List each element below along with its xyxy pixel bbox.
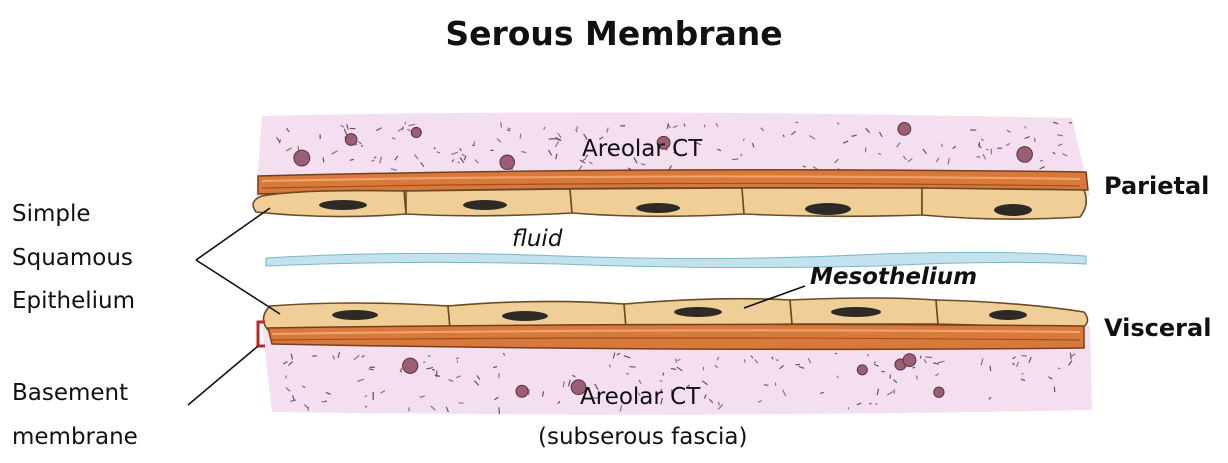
ct-cell [403,358,418,373]
nucleus [989,310,1027,320]
fiber [472,145,475,146]
ct-cell [898,122,911,135]
nucleus [319,200,367,210]
fiber [912,367,915,368]
parietal-label: Parietal [1104,172,1209,200]
fiber [676,358,677,363]
basement-membrane-label-line1: Basement [12,382,128,405]
fiber [365,406,367,407]
ct-cell [500,155,515,170]
fiber [977,157,981,158]
areolar-ct-top-label: Areolar CT [582,136,702,162]
fiber [986,149,989,150]
ct-cell [903,354,916,367]
fiber [942,144,943,147]
nucleus [502,311,548,321]
simple-squamous-label-line2: Squamous [12,247,133,270]
simple-squamous-label-line3: Epithelium [12,290,135,313]
fiber [362,145,363,147]
ct-cell [1017,147,1033,163]
simple-squamous-label-line1: Simple [12,203,91,226]
parietal-mesothelium [253,188,1086,219]
subserous-fascia-label: (subserous fascia) [538,424,747,450]
nucleus [831,307,881,317]
nucleus [463,200,507,210]
fiber [312,356,316,357]
fiber [835,353,837,354]
nucleus [805,203,851,215]
fiber [1070,353,1071,360]
fiber [1021,356,1027,357]
fiber [1034,138,1035,142]
fiber [732,159,738,160]
ct-cell [934,387,944,397]
ct-cell [857,365,867,375]
visceral-membrane [268,324,1084,349]
fiber [405,122,406,124]
ct-cell [411,127,421,137]
fiber [323,158,324,163]
fiber [432,370,435,371]
visceral-label: Visceral [1104,314,1211,342]
ct-cell [516,385,528,397]
nucleus [332,310,378,320]
nucleus [994,204,1032,216]
mesothelium-label: Mesothelium [810,264,977,290]
fiber [990,366,991,371]
fluid-label: fluid [512,226,562,252]
fiber [1040,160,1043,161]
fiber [298,146,299,151]
fiber [663,373,664,376]
diagram-title: Serous Membrane [0,14,1228,53]
areolar-ct-bottom-label: Areolar CT [580,384,700,410]
nucleus [674,307,722,317]
nucleus [636,203,680,213]
basement-membrane-label-line2: membrane [12,426,138,449]
ct-cell [345,134,357,146]
ct-cell [294,150,310,166]
fiber [660,381,662,382]
fiber [917,376,918,380]
fiber [764,385,769,386]
